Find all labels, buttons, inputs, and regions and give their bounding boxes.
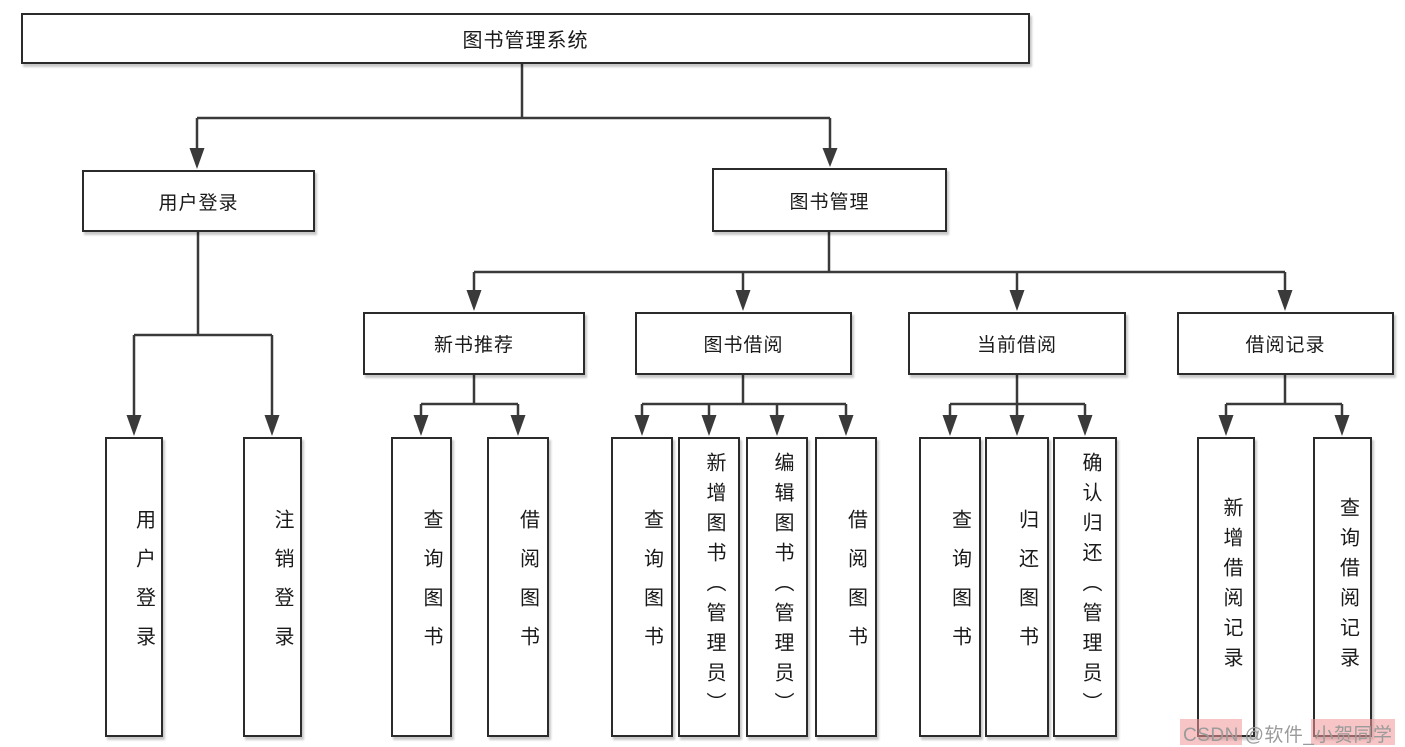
leaf-label: 查询图书	[640, 509, 663, 665]
leaf-query-books-3: 查询图书	[919, 437, 981, 737]
node-book-management: 图书管理	[712, 168, 947, 232]
node-label: 图书管理系统	[462, 30, 589, 52]
leaf-add-book-admin: 新增图书（管理员）	[678, 437, 740, 737]
leaf-return-books: 归还图书	[985, 437, 1049, 737]
leaf-label: 编辑图书（管理员）	[771, 452, 793, 722]
leaf-user-login: 用户登录	[105, 437, 163, 737]
node-library-management-system: 图书管理系统	[21, 13, 1030, 64]
node-label: 当前借阅	[976, 335, 1057, 356]
leaf-label: 确认归还（管理员）	[1079, 452, 1101, 722]
leaf-label: 查询图书	[420, 509, 442, 665]
node-label: 用户登录	[158, 192, 239, 214]
leaf-label: 用户登录	[132, 509, 155, 665]
watermark-highlight-right	[1311, 719, 1395, 745]
node-book-borrowing: 图书借阅	[635, 312, 852, 375]
node-borrowing-records: 借阅记录	[1177, 312, 1394, 375]
node-label: 图书借阅	[703, 335, 784, 356]
leaf-label: 查询图书	[948, 509, 971, 665]
watermark-highlight-left	[1180, 719, 1242, 745]
leaf-label: 借阅图书	[844, 509, 867, 665]
leaf-borrow-books-2: 借阅图书	[815, 437, 877, 737]
node-user-login: 用户登录	[82, 170, 315, 232]
node-new-book-recommend: 新书推荐	[363, 312, 585, 375]
leaf-label: 借阅图书	[516, 509, 539, 665]
node-label: 借阅记录	[1245, 335, 1326, 356]
leaf-confirm-return-admin: 确认归还（管理员）	[1053, 437, 1117, 737]
leaf-borrow-books-1: 借阅图书	[487, 437, 549, 737]
node-label: 图书管理	[789, 191, 870, 213]
leaf-label: 注销登录	[271, 509, 293, 665]
csdn-watermark: CSDN @软件_小贺同学	[1183, 725, 1393, 746]
leaf-query-books-2: 查询图书	[611, 437, 673, 737]
leaf-add-borrow-record: 新增借阅记录	[1197, 437, 1255, 737]
node-label: 新书推荐	[433, 335, 514, 356]
leaf-label: 新增借阅记录	[1220, 497, 1242, 677]
leaf-edit-book-admin: 编辑图书（管理员）	[746, 437, 808, 737]
leaf-logout: 注销登录	[243, 437, 302, 737]
leaf-label: 新增图书（管理员）	[703, 452, 725, 722]
leaf-label: 查询借阅记录	[1336, 497, 1359, 677]
leaf-label: 归还图书	[1015, 509, 1038, 665]
leaf-query-books-1: 查询图书	[391, 437, 452, 737]
node-current-borrowing: 当前借阅	[908, 312, 1126, 375]
leaf-query-borrow-record: 查询借阅记录	[1313, 437, 1372, 737]
